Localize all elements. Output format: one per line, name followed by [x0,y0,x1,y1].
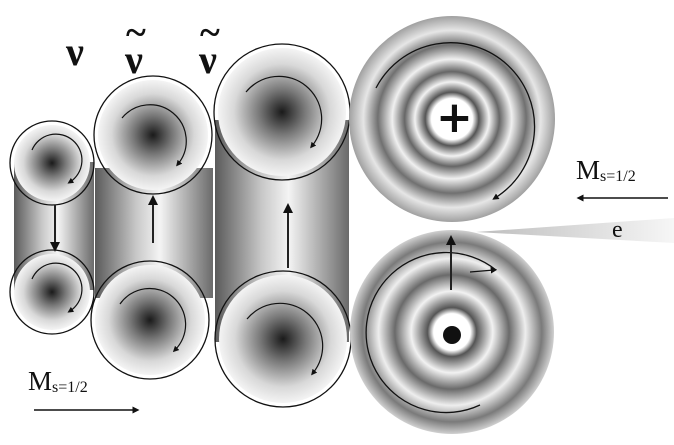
ms-label-top-right: Ms=1/2 [576,157,636,185]
ms-value: s=1/2 [52,379,88,396]
ms-prefix: M [576,155,601,185]
plus-icon: + [436,92,473,143]
electron-label: e [612,217,623,243]
ms-label-bottom-left: Ms=1/2 [28,368,88,396]
nu-particle-bottom [9,249,95,335]
tilde-mark-2: ~ [200,12,220,54]
tilde-mark-1: ~ [126,12,146,54]
nu-particle-top [9,120,95,206]
nu-tilde-1-label: ν [125,37,143,82]
ms-value: s=1/2 [600,168,636,185]
electron-beam [476,218,674,243]
ms-prefix: M [28,366,53,396]
nu-tilde-1-particle-top [93,75,213,195]
positive-ring-particle [349,16,555,222]
dot-icon [443,326,461,344]
negative-ring-particle [350,230,554,434]
nu-tilde-1-particle-bottom [90,260,210,380]
nu-tilde-2-label: ν [199,37,217,82]
nu-tilde-2-particle-bottom [214,270,352,408]
nu-label: ν [66,29,84,74]
